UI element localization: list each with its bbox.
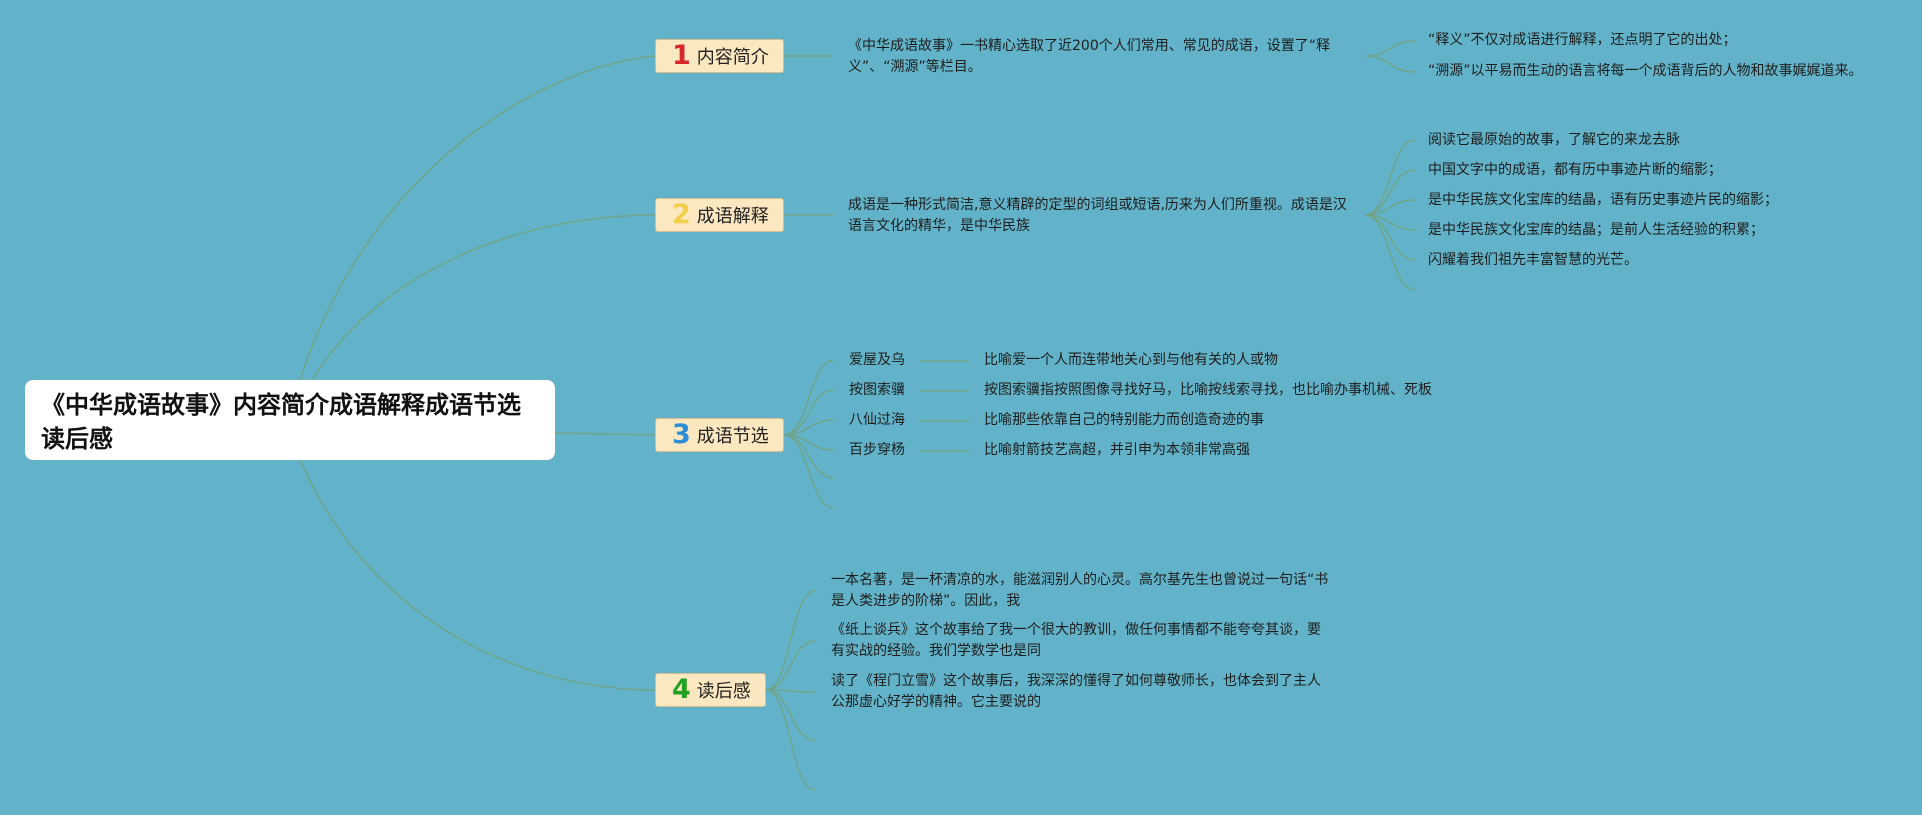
branch-label-3: 成语节选 <box>696 426 769 447</box>
connector-26 <box>765 640 816 691</box>
branch-node-3[interactable]: 3 成语节选 <box>655 418 784 452</box>
branch-number-3: 3 <box>672 419 691 450</box>
connector-20 <box>783 434 835 509</box>
connector-9 <box>1364 139 1416 216</box>
reflection-1: 一本名著，是一杯清凉的水，能滋润别人的心灵。高尔基先生也曾说过一句话“书是人类进… <box>831 572 1329 609</box>
branch-label-4: 读后感 <box>696 681 751 702</box>
connector-11 <box>1364 199 1416 216</box>
branch-1-sub-2: “溯源”以平易而生动的语言将每一个成语背后的人物和故事娓娓道来。 <box>1428 63 1863 79</box>
idiom-meaning-4: 比喻射箭技艺高超，并引申为本领非常高强 <box>984 442 1250 458</box>
connector-29 <box>765 689 816 791</box>
branch-2-sub-5: 闪耀着我们祖先丰富智慧的光芒。 <box>1428 252 1638 268</box>
branch-2-sub-1: 阅读它最原始的故事，了解它的来龙去脉 <box>1428 132 1680 148</box>
connector-28 <box>765 689 816 741</box>
connector-27 <box>765 689 816 693</box>
idiom-name-4: 百步穿杨 <box>849 442 905 458</box>
idiom-name-1: 爱屋及乌 <box>849 352 905 368</box>
branch-label-2: 成语解释 <box>696 206 769 227</box>
branch-node-2[interactable]: 2 成语解释 <box>655 198 784 232</box>
branch-node-4[interactable]: 4 读后感 <box>655 673 766 707</box>
branch-2-sub-4: 是中华民族文化宝库的结晶；是前人生活经验的积累； <box>1428 222 1764 238</box>
connector-4 <box>299 459 656 691</box>
branch-2-sub-2: 中国文字中的成语，都有历中事迹片断的缩影； <box>1428 162 1722 178</box>
connector-14 <box>1364 214 1416 291</box>
reflection-3: 读了《程门立雪》这个故事后，我深深的懂得了如何尊敬师长，也体会到了主人公那虚心好… <box>831 673 1321 710</box>
connector-6 <box>1364 40 1416 57</box>
branch-2-summary: 成语是一种形式简洁,意义精辟的定型的词组或短语,历来为人们所重视。成语是汉语言文… <box>848 197 1347 234</box>
connector-1 <box>299 55 656 381</box>
idiom-meaning-3: 比喻那些依靠自己的特别能力而创造奇迹的事 <box>984 412 1264 428</box>
branch-number-1: 1 <box>672 40 691 71</box>
connector-25 <box>765 590 816 691</box>
idiom-name-2: 按图索骥 <box>849 382 905 398</box>
root-title: 《中华成语故事》内容简介成语解释成语节选读后感 <box>41 391 521 453</box>
idiom-meaning-1: 比喻爱一个人而连带地关心到与他有关的人或物 <box>984 352 1278 368</box>
connector-15 <box>783 359 835 436</box>
branch-1-sub-1: “释义”不仅对成语进行解释，还点明了它的出处； <box>1428 32 1737 48</box>
connector-2 <box>311 214 656 381</box>
idiom-name-3: 八仙过海 <box>849 412 905 428</box>
branch-2-sub-3: 是中华民族文化宝库的结晶，语有历史事迹片民的缩影； <box>1428 192 1778 208</box>
reflection-2: 《纸上谈兵》这个故事给了我一个很大的教训，做任何事情都不能夸夸其谈，要有实战的经… <box>831 622 1321 659</box>
connector-7 <box>1364 55 1416 73</box>
connector-3 <box>554 432 656 436</box>
branch-node-1[interactable]: 1 内容简介 <box>655 39 784 73</box>
branch-label-1: 内容简介 <box>696 47 769 68</box>
connector-17 <box>783 419 835 436</box>
branch-number-2: 2 <box>672 199 691 230</box>
connector-16 <box>783 389 835 436</box>
root-topic[interactable]: 《中华成语故事》内容简介成语解释成语节选读后感 <box>25 380 555 460</box>
idiom-meaning-2: 按图索骥指按照图像寻找好马，比喻按线索寻找，也比喻办事机械、死板 <box>984 382 1432 398</box>
branch-1-summary: 《中华成语故事》一书精心选取了近200个人们常用、常见的成语，设置了“释义”、“… <box>848 38 1330 75</box>
connector-10 <box>1364 169 1416 216</box>
branch-number-4: 4 <box>672 674 691 705</box>
